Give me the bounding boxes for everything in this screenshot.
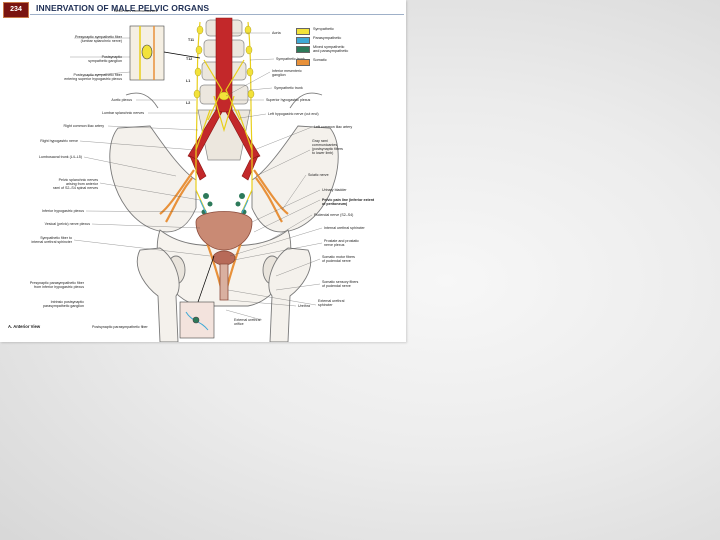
anatomy-label: Lumbar splanchnic nerves: [66, 111, 144, 115]
anatomy-label: Postsynaptic sympathetic fiber entering …: [22, 73, 122, 81]
level-label: L2: [186, 101, 190, 105]
anatomy-label: Somatic sensory fibers of pudendal nerve: [322, 280, 358, 288]
color-legend: Sympathetic Parasympathetic Mixed sympat…: [296, 27, 372, 79]
level-label: T11: [188, 38, 194, 42]
anatomy-label: Pudendal nerve (S2–S4): [314, 213, 353, 217]
legend-swatch: [296, 37, 310, 44]
legend-item: Somatic: [296, 58, 372, 66]
anatomy-label: Gray rami communicantes (postsynaptic fi…: [312, 139, 343, 155]
anatomy-label: Pelvic pain line (inferior extent of per…: [322, 198, 374, 206]
anatomy-label: Postsynaptic parasympathetic fiber: [92, 325, 148, 329]
inset-prostate-ganglion: [180, 302, 214, 338]
anatomy-label: Urinary bladder: [322, 188, 347, 192]
legend-label: Somatic: [313, 58, 327, 62]
anatomy-label: Postsynaptic sympathetic ganglion: [22, 55, 122, 63]
anatomy-label: Presynaptic parasympathetic fiber from i…: [4, 281, 84, 289]
anatomy-label: Urethra: [298, 304, 310, 308]
anatomy-plate: 234 INNERVATION OF MALE PELVIC ORGANS T1…: [0, 0, 406, 342]
anatomy-label: Somatic motor fibers of pudendal nerve: [322, 255, 355, 263]
legend-swatch: [296, 46, 310, 53]
anatomy-label: Presynaptic sympathetic fiber (lumbar sp…: [22, 35, 122, 43]
title-rule: [30, 14, 404, 15]
page-number-badge: 234: [3, 2, 29, 18]
anatomy-label: Left common iliac artery: [314, 125, 352, 129]
level-label: T12: [186, 57, 192, 61]
anatomy-label: Sympathetic trunk: [274, 86, 303, 90]
anatomy-label: Aorta: [272, 31, 281, 35]
legend-label: Mixed sympathetic and parasympathetic: [313, 45, 348, 53]
anatomy-label: White rami communicantes: [114, 9, 157, 13]
view-label: A. Anterior View: [8, 325, 40, 329]
anatomy-label: External urethral orifice: [234, 318, 260, 326]
anatomy-label: Intrinsic postsynaptic parasympathetic g…: [4, 300, 84, 308]
anatomy-label: Aortic plexus: [70, 98, 132, 102]
inset-spinal-cord: [130, 26, 164, 80]
legend-item: Parasympathetic: [296, 36, 372, 44]
level-label: L1: [186, 79, 190, 83]
legend-label: Sympathetic: [313, 27, 334, 31]
legend-swatch: [296, 59, 310, 66]
anatomy-label: Right hypogastric nerve: [14, 139, 78, 143]
anatomy-label: Sympathetic fiber to internal urethral s…: [4, 236, 72, 244]
anatomy-label: Internal urethral sphincter: [324, 226, 365, 230]
anatomy-label: Inferior hypogastric plexus: [14, 209, 84, 213]
legend-item: Mixed sympathetic and parasympathetic: [296, 45, 372, 53]
anatomy-label: Superior hypogastric plexus: [266, 98, 310, 102]
anatomy-label: Lumbosacral trunk (L4–L5): [10, 155, 82, 159]
anatomy-label: Prostate and prostatic nerve plexus: [324, 239, 359, 247]
anatomy-label: External urethral sphincter: [318, 299, 344, 307]
anatomy-label: Right common iliac artery: [26, 124, 104, 128]
anatomy-label: Left hypogastric nerve (cut end): [268, 112, 319, 116]
legend-swatch: [296, 28, 310, 35]
anatomy-label: Pelvic splanchnic nerves arising from an…: [14, 178, 98, 190]
legend-item: Sympathetic: [296, 27, 372, 35]
anatomy-label: Vesical (pelvic) nerve plexus: [14, 222, 90, 226]
anatomy-label: Sciatic nerve: [308, 173, 329, 177]
legend-label: Parasympathetic: [313, 36, 341, 40]
